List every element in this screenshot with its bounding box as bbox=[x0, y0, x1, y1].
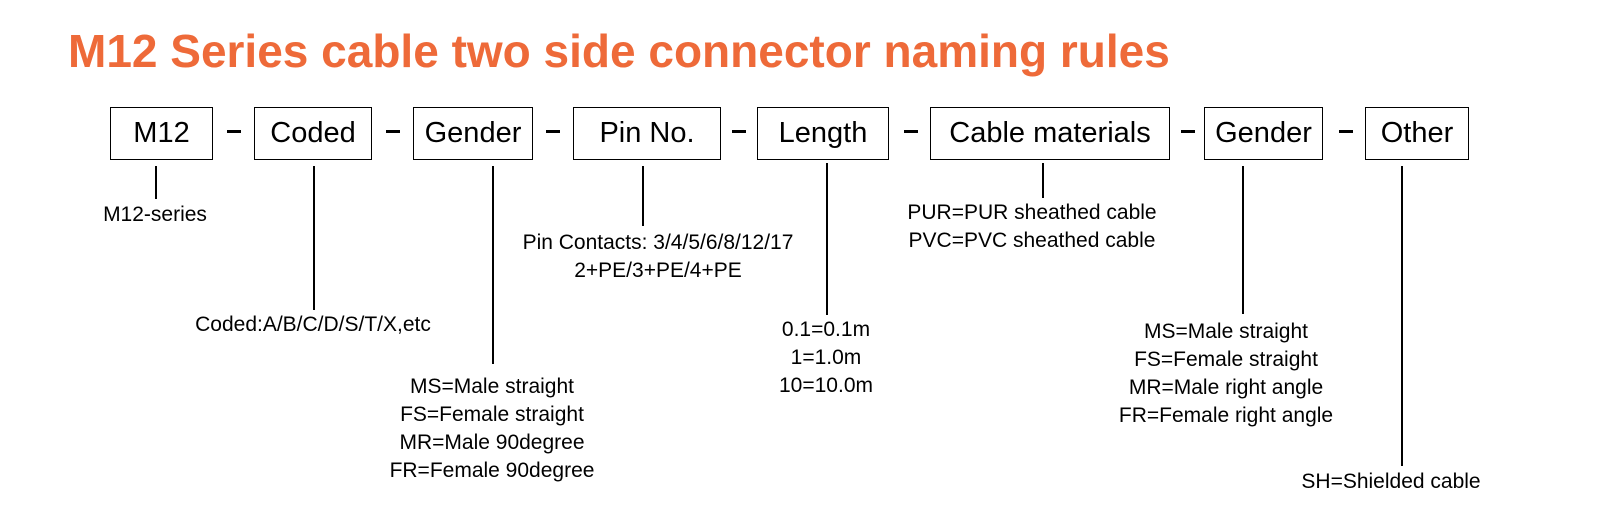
cable-materials-description: PUR=PUR sheathed cable PVC=PVC sheathed … bbox=[882, 199, 1182, 255]
desc-line: PVC=PVC sheathed cable bbox=[908, 229, 1156, 252]
desc-line: 0.1=0.1m bbox=[781, 318, 871, 341]
connector-line bbox=[492, 166, 494, 364]
desc-line: 2+PE/3+PE/4+PE bbox=[574, 259, 742, 282]
connector-line bbox=[1242, 166, 1244, 314]
separator-dash bbox=[904, 130, 918, 133]
m12-description: M12-series bbox=[55, 201, 255, 229]
separator-dash bbox=[386, 130, 400, 133]
desc-line: MS=Male straight bbox=[410, 375, 574, 398]
segment-box-other: Other bbox=[1365, 107, 1469, 160]
separator-dash bbox=[546, 130, 560, 133]
separator-dash bbox=[1339, 130, 1353, 133]
desc-line: FR=Female right angle bbox=[1118, 404, 1334, 427]
desc-line: Coded:A/B/C/D/S/T/X,etc bbox=[195, 313, 431, 336]
desc-line: MR=Male 90degree bbox=[399, 431, 585, 454]
segment-box-m12: M12 bbox=[110, 107, 213, 160]
desc-line: Pin Contacts: 3/4/5/6/8/12/17 bbox=[522, 231, 794, 254]
desc-line: MS=Male straight bbox=[1144, 320, 1308, 343]
connector-line bbox=[155, 166, 157, 199]
coded-description: Coded:A/B/C/D/S/T/X,etc bbox=[113, 311, 513, 339]
connector-line bbox=[642, 166, 644, 226]
gender-description: MS=Male straight FS=Female straight MR=M… bbox=[342, 373, 642, 485]
segment-box-cable-materials: Cable materials bbox=[930, 107, 1170, 160]
other-description: SH=Shielded cable bbox=[1271, 468, 1511, 496]
separator-dash bbox=[1181, 130, 1195, 133]
segment-box-coded: Coded bbox=[254, 107, 372, 160]
segment-box-gender-2: Gender bbox=[1204, 107, 1323, 160]
desc-line: MR=Male right angle bbox=[1128, 376, 1324, 399]
desc-line: 10=10.0m bbox=[779, 374, 873, 397]
segment-box-length: Length bbox=[757, 107, 889, 160]
desc-line: FS=Female straight bbox=[1134, 348, 1318, 371]
segment-box-gender: Gender bbox=[413, 107, 533, 160]
desc-line: FR=Female 90degree bbox=[389, 459, 595, 482]
connector-line bbox=[1401, 166, 1403, 466]
pin-no-description: Pin Contacts: 3/4/5/6/8/12/17 2+PE/3+PE/… bbox=[458, 229, 858, 285]
desc-line: 1=1.0m bbox=[790, 346, 862, 369]
desc-line: PUR=PUR sheathed cable bbox=[907, 201, 1157, 224]
separator-dash bbox=[732, 130, 746, 133]
gender-2-description: MS=Male straight FS=Female straight MR=M… bbox=[1076, 318, 1376, 430]
desc-line: M12-series bbox=[103, 203, 207, 226]
separator-dash bbox=[227, 130, 241, 133]
connector-line bbox=[826, 163, 828, 315]
desc-line: SH=Shielded cable bbox=[1301, 470, 1481, 493]
length-description: 0.1=0.1m 1=1.0m 10=10.0m bbox=[726, 316, 926, 400]
connector-line bbox=[313, 166, 315, 310]
page-title: M12 Series cable two side connector nami… bbox=[68, 25, 1170, 77]
connector-line bbox=[1042, 163, 1044, 198]
segment-box-pin-no: Pin No. bbox=[573, 107, 721, 160]
desc-line: FS=Female straight bbox=[400, 403, 584, 426]
